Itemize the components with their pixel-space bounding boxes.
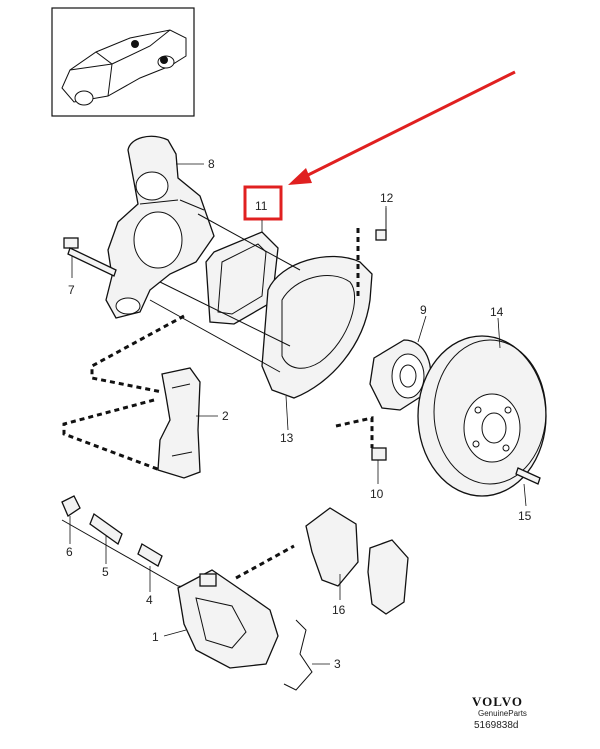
bolt-12-part <box>375 206 387 241</box>
callout-7: 7 <box>68 283 75 297</box>
guide-pin-parts <box>61 495 211 591</box>
callout-9: 9 <box>420 303 427 317</box>
callout-5: 5 <box>102 565 109 579</box>
callout-4: 4 <box>146 593 153 607</box>
callout-8: 8 <box>208 157 215 171</box>
callout-1: 1 <box>152 630 159 644</box>
callout-12: 12 <box>380 191 394 205</box>
callout-16: 16 <box>332 603 346 617</box>
footer-brand: VOLVO GenuineParts 5169838d <box>472 694 527 731</box>
brake-disc-part <box>417 335 547 497</box>
leader-lines <box>69 163 527 665</box>
diagram-reference: 5169838d <box>474 720 519 731</box>
caliper-bracket-part <box>157 367 201 479</box>
anti-rattle-spring-part <box>283 619 313 691</box>
callout-2: 2 <box>222 409 229 423</box>
brand-subtitle: GenuineParts <box>478 709 527 718</box>
callout-11: 11 <box>255 199 268 213</box>
bolt-7-part <box>63 237 117 277</box>
wheel-hub-part <box>369 339 432 411</box>
assembly-lines <box>62 213 301 580</box>
car-thumbnail <box>51 7 195 117</box>
callout-labels: 8 11 12 7 9 14 2 13 10 15 6 5 4 16 1 3 <box>66 157 532 671</box>
gasket-part <box>205 231 279 325</box>
callout-15: 15 <box>518 509 532 523</box>
callout-10: 10 <box>370 487 384 501</box>
backing-plate-part <box>261 228 373 399</box>
steering-knuckle-part <box>105 135 215 319</box>
callout-14: 14 <box>490 305 504 319</box>
highlight-box <box>243 185 283 221</box>
brand-logo: VOLVO <box>472 694 523 709</box>
highlight-arrow <box>243 70 516 221</box>
callout-6: 6 <box>66 545 73 559</box>
callout-3: 3 <box>334 657 341 671</box>
bolt-10-part <box>335 416 387 461</box>
brake-pads-part <box>305 507 409 615</box>
callout-13: 13 <box>280 431 294 445</box>
brake-caliper-part <box>177 569 279 669</box>
bolt-15-part <box>515 467 541 485</box>
